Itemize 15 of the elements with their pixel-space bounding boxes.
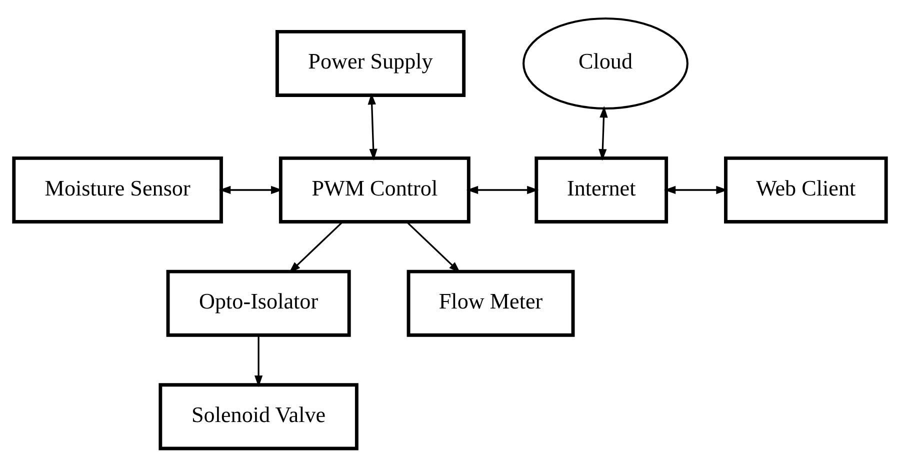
node-box: Solenoid Valve xyxy=(158,383,358,450)
node-box: PWM Control xyxy=(278,156,470,224)
arrow xyxy=(664,186,728,194)
node-box: Web Client xyxy=(724,156,888,224)
node-box: Flow Meter xyxy=(406,270,575,337)
arrow xyxy=(598,106,608,161)
arrow xyxy=(466,186,539,194)
node-box: Moisture Sensor xyxy=(12,156,223,224)
node-ellipse: Cloud xyxy=(522,17,688,110)
arrow xyxy=(219,186,283,194)
node-box: Power Supply xyxy=(276,30,466,97)
node-box: Internet xyxy=(534,156,668,224)
arrow xyxy=(368,92,378,160)
arrow xyxy=(254,336,263,388)
node-box: Opto-Isolator xyxy=(166,270,351,337)
